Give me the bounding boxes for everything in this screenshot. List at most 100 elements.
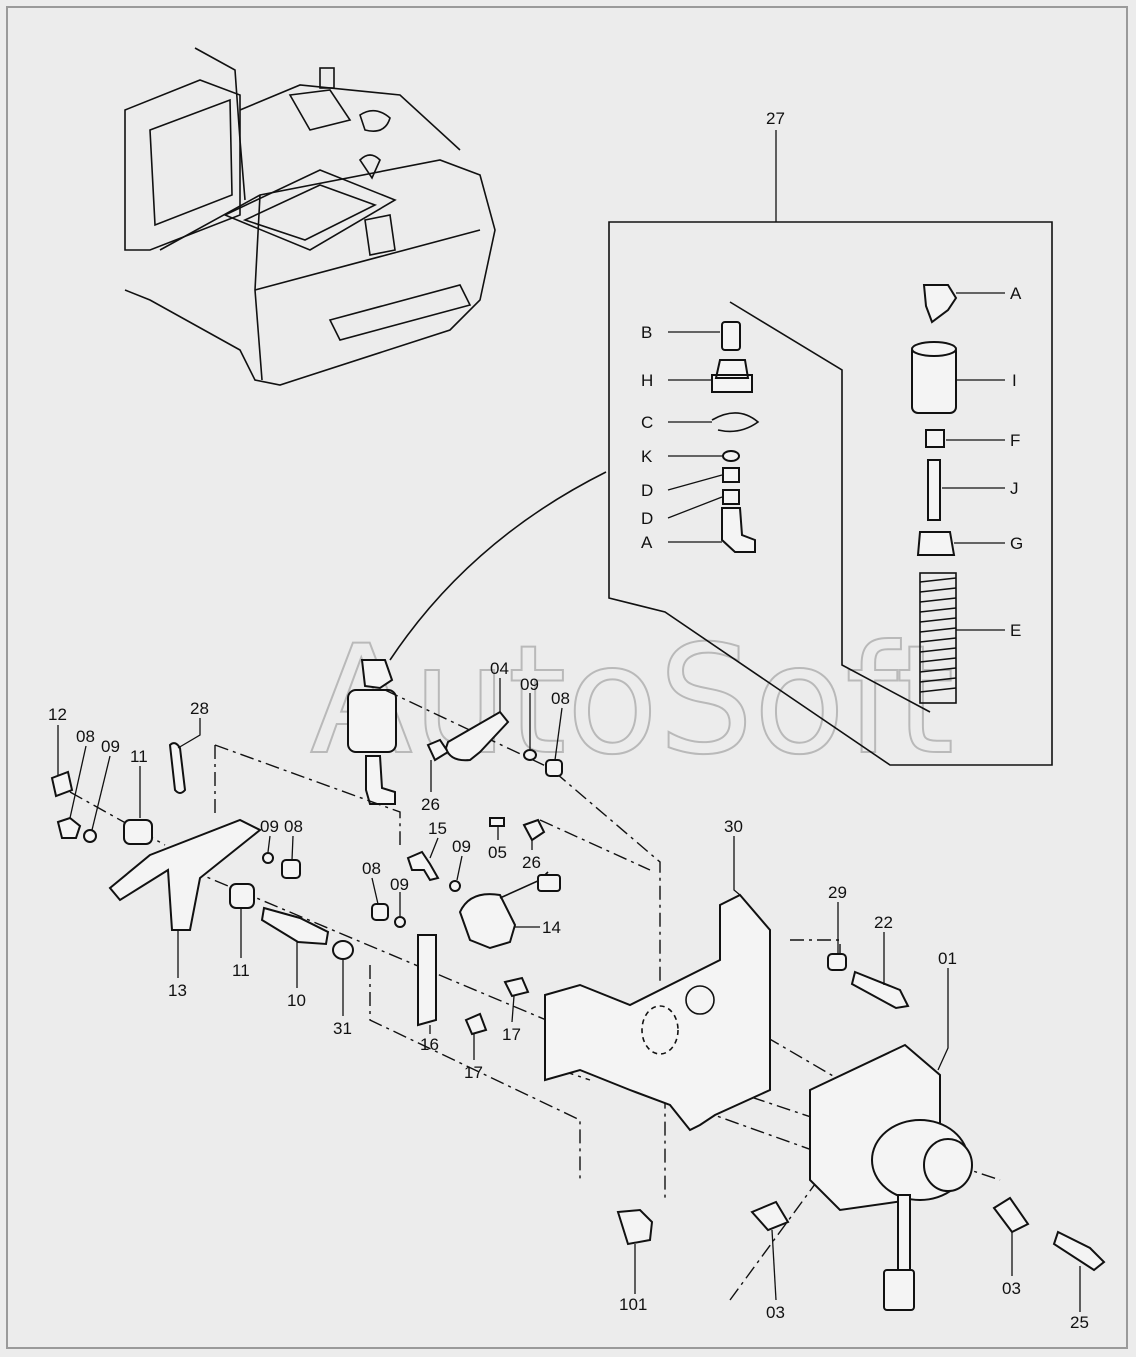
watermark: AutoSoft — [310, 614, 954, 788]
part-28-spring — [168, 742, 187, 794]
label-h: H — [641, 371, 653, 390]
label-01: 01 — [938, 949, 957, 968]
label-27: 27 — [766, 109, 785, 128]
label-08-sensor: 08 — [362, 859, 381, 878]
label-15: 15 — [428, 819, 447, 838]
part-a-ball-joint-upper — [922, 284, 958, 324]
label-g: G — [1010, 534, 1023, 553]
label-04: 04 — [490, 659, 509, 678]
label-22: 22 — [874, 913, 893, 932]
part-09-washer-mid — [262, 852, 274, 864]
part-08-nut-mid — [281, 859, 301, 879]
label-17-lower: 17 — [464, 1063, 483, 1082]
detail-label-group: B H C K D D A A I F J G E — [641, 284, 1023, 640]
label-11-lower: 11 — [232, 961, 250, 980]
label-09-sensor: 09 — [452, 837, 471, 856]
label-10: 10 — [287, 991, 306, 1010]
label-03-right: 03 — [1002, 1279, 1021, 1298]
label-f: F — [1010, 431, 1020, 450]
label-11-upper: 11 — [130, 747, 148, 766]
detail-parts — [711, 284, 958, 704]
damper-bottom-joint — [365, 755, 396, 805]
part-a-ball-joint-lower — [721, 507, 756, 553]
part-101-bolt — [616, 1208, 654, 1246]
label-d-2: D — [641, 509, 653, 528]
part-05-key — [489, 817, 505, 827]
motor-connector — [883, 1269, 915, 1311]
part-08-nut-sensor — [371, 903, 389, 921]
detail-leaders — [667, 292, 1005, 631]
label-29: 29 — [828, 883, 847, 902]
label-09-upper: 09 — [520, 675, 539, 694]
machine-overview — [124, 47, 496, 386]
label-14: 14 — [542, 918, 561, 937]
part-31-ring — [332, 940, 354, 960]
part-c-snap-ring — [711, 412, 760, 433]
label-a-lower: A — [641, 533, 653, 552]
label-j: J — [1010, 479, 1019, 498]
part-f-bolt — [925, 429, 945, 448]
part-30-bracket — [544, 893, 771, 1132]
label-26-upper: 26 — [421, 795, 440, 814]
part-j-rod — [927, 459, 941, 521]
part-22-bolt — [850, 970, 910, 1010]
label-09-left: 09 — [101, 737, 120, 756]
part-26-clip-lower — [522, 818, 546, 842]
label-28: 28 — [190, 699, 209, 718]
label-03-lower: 03 — [766, 1303, 785, 1322]
motor-cable — [897, 1194, 911, 1276]
part-13-lever — [108, 818, 262, 931]
label-08-upper: 08 — [551, 689, 570, 708]
part-08-nut-left — [56, 816, 82, 839]
part-09-washer-sensor-low — [394, 916, 406, 928]
part-d-nut-1 — [722, 467, 740, 483]
part-29-nut — [827, 953, 847, 971]
label-c: C — [641, 413, 653, 432]
label-a-upper: A — [1010, 284, 1022, 303]
part-11-collar-upper — [123, 819, 153, 845]
main-assembly — [50, 659, 1106, 1311]
assembly-27-box — [389, 130, 1053, 766]
label-12: 12 — [48, 705, 67, 724]
part-12-clip — [50, 770, 74, 798]
label-d-1: D — [641, 481, 653, 500]
label-31: 31 — [333, 1019, 352, 1038]
part-d-nut-2 — [722, 489, 740, 505]
label-b: B — [641, 323, 652, 342]
part-e-spring — [919, 572, 957, 704]
part-15-bolt — [406, 850, 440, 882]
label-09-sensor-low: 09 — [390, 875, 409, 894]
label-i: I — [1012, 371, 1017, 390]
part-08-nut-upper — [545, 759, 563, 777]
label-05: 05 — [488, 843, 507, 862]
diagram-frame — [6, 6, 1128, 1349]
label-25: 25 — [1070, 1313, 1089, 1332]
part-03-clamp-right — [992, 1196, 1030, 1234]
damper-body — [347, 689, 397, 753]
part-g-seat — [916, 531, 956, 556]
label-k: K — [641, 447, 653, 466]
part-04-arm — [444, 710, 510, 762]
part-03-clamp-lower — [750, 1200, 790, 1232]
label-101: 101 — [619, 1295, 647, 1314]
part-09-washer-sensor — [449, 880, 461, 892]
part-h-cap — [711, 359, 753, 393]
label-08-left: 08 — [76, 727, 95, 746]
label-08-mid: 08 — [284, 817, 303, 836]
part-10-pin — [260, 906, 330, 946]
main-leaders — [57, 678, 1081, 1312]
part-b-bushing — [721, 321, 741, 351]
part-09-washer-upper — [523, 749, 537, 761]
label-13: 13 — [168, 981, 187, 1000]
part-17-bolt-upper — [503, 976, 530, 998]
label-16: 16 — [420, 1035, 439, 1054]
label-17-upper: 17 — [502, 1025, 521, 1044]
part-09-washer-left — [83, 829, 97, 843]
part-11-collar-lower — [229, 883, 255, 909]
part-25-bolt — [1052, 1230, 1106, 1272]
label-30: 30 — [724, 817, 743, 836]
damper-top-joint — [360, 659, 394, 690]
part-label-group: 12 08 09 11 28 09 08 13 11 10 31 04 09 0… — [48, 659, 1089, 1332]
